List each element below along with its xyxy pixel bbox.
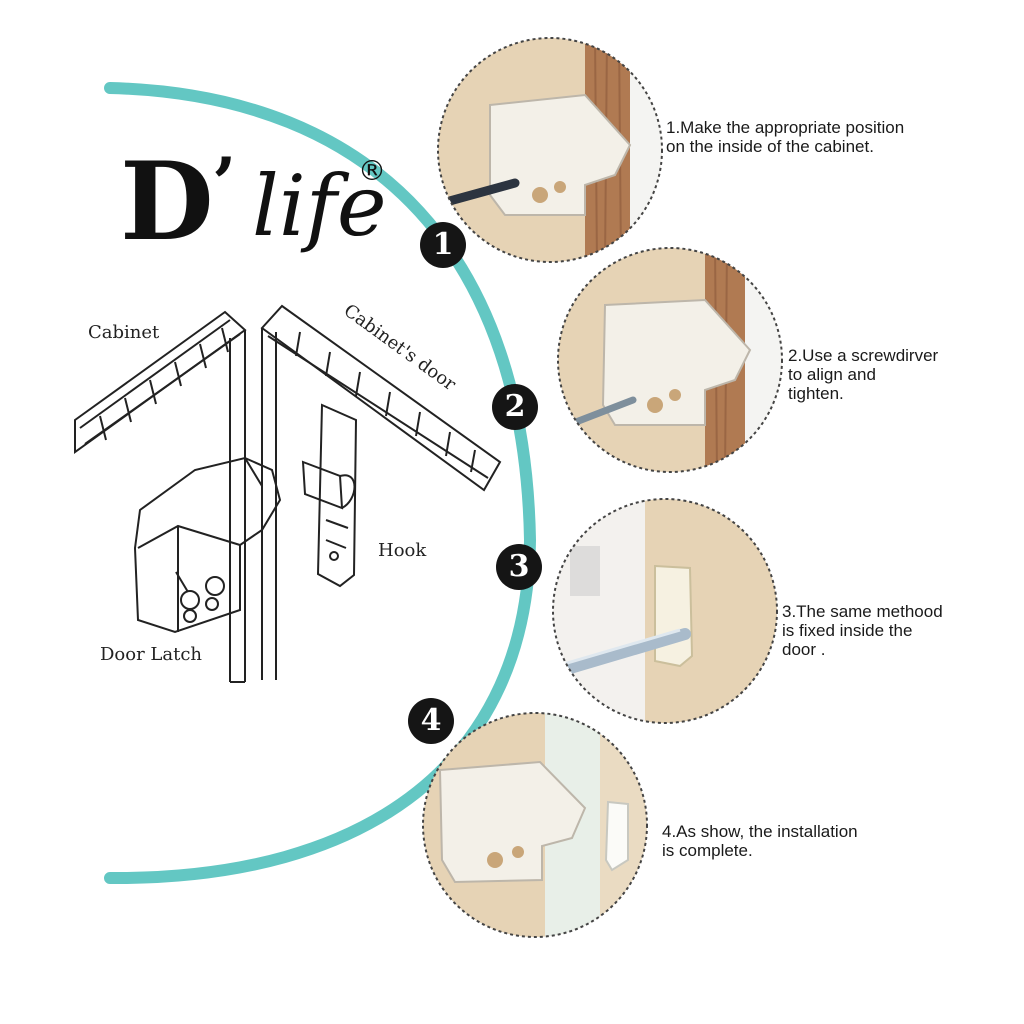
step-2-photo — [557, 247, 783, 473]
cabinet-panel — [229, 330, 246, 683]
step-3-photo — [552, 498, 778, 724]
brand-apostrophe: ’ — [212, 142, 237, 225]
hook-drawing — [301, 403, 358, 588]
step-1-badge: 1 — [420, 222, 466, 268]
door-latch-drawing — [133, 456, 282, 634]
registered-mark: ® — [358, 154, 386, 187]
hook-label: Hook — [378, 540, 427, 561]
step-2-text: 2.Use a screwdirver to align and tighten… — [788, 346, 939, 403]
brand-letter: D — [120, 139, 214, 265]
brand-logo: D ’ life ® — [120, 139, 390, 278]
step-4-photo — [422, 712, 648, 938]
brand-word: life — [252, 157, 387, 255]
door-latch-label: Door Latch — [100, 644, 203, 665]
step-3-badge: 3 — [496, 544, 542, 590]
step-4-badge: 4 — [408, 698, 454, 744]
step-2-badge: 2 — [492, 384, 538, 430]
step-3-text: 3.The same methood is fixed inside the d… — [782, 602, 943, 659]
cabinet-label: Cabinet — [88, 322, 160, 343]
step-1-photo — [437, 37, 663, 263]
step-4-text: 4.As show, the installation is complete. — [662, 822, 858, 860]
door-rail — [260, 304, 502, 680]
step-1-text: 1.Make the appropriate position on the i… — [666, 118, 905, 156]
